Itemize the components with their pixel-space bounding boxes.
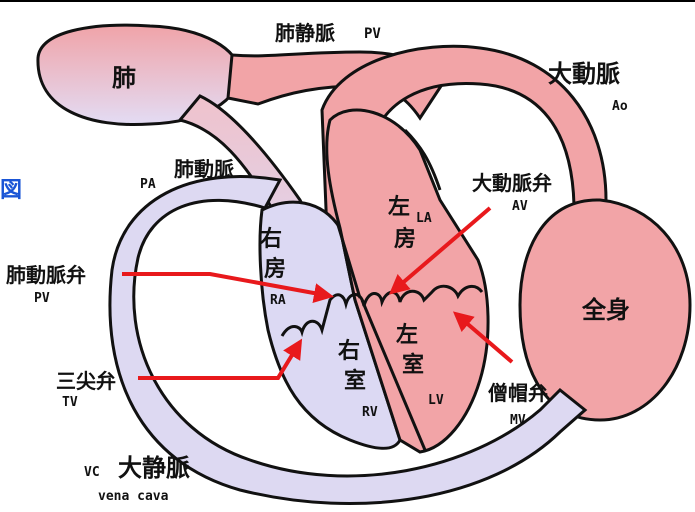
left-ventricle-abbr: LV: [428, 393, 444, 408]
right-atrium-abbr: RA: [270, 293, 286, 308]
pulmonary-artery-abbr: PA: [140, 177, 156, 192]
tricuspid-valve-abbr: TV: [62, 395, 78, 410]
aortic-valve-abbr: AV: [512, 199, 528, 214]
right-atrium-char-2: 房: [264, 256, 286, 282]
pulmonary-valve-label: 肺動脈弁: [6, 263, 86, 287]
vena-cava-label: 大静脈: [118, 454, 190, 482]
aorta-abbr: Ao: [612, 99, 628, 114]
left-atrium-char-1: 左: [388, 194, 410, 220]
right-ventricle-abbr: RV: [362, 405, 378, 420]
right-ventricle-char-2: 室: [344, 368, 366, 394]
pulmonary-valve-abbr: PV: [34, 291, 50, 306]
mitral-valve-label: 僧帽弁: [488, 381, 548, 405]
tricuspid-valve-label: 三尖弁: [56, 369, 116, 393]
vena-cava-english: vena cava: [98, 489, 169, 504]
body-label: 全身: [581, 296, 630, 324]
aorta-label: 大動脈: [548, 60, 620, 88]
vena-cava-abbr: VC: [84, 465, 100, 480]
mitral-valve-abbr: MV: [510, 413, 526, 428]
left-atrium-char-2: 房: [394, 226, 416, 252]
right-ventricle-char-1: 右: [338, 339, 360, 364]
pulmonary-artery-label: 肺動脈: [174, 157, 234, 181]
left-ventricle-char-2: 室: [402, 352, 424, 378]
left-atrium-abbr: LA: [416, 211, 432, 226]
pulmonary-vein-abbr: PV: [364, 26, 381, 42]
left-ventricle-char-1: 左: [396, 322, 418, 348]
right-atrium-char-1: 右: [260, 227, 282, 252]
pulmonary-vein-label: 肺静脈: [275, 21, 335, 45]
aortic-valve-label: 大動脈弁: [472, 171, 552, 195]
lung-label: 肺: [112, 64, 136, 92]
